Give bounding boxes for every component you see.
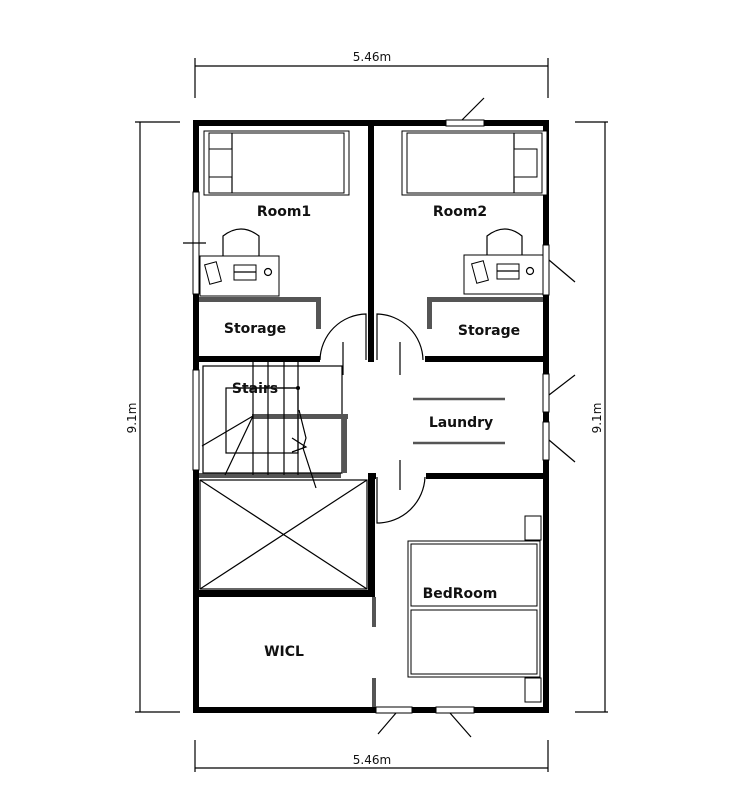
room-label-room2: Room2: [433, 204, 487, 220]
interior-walls: [193, 120, 549, 707]
dimension-bottom-label: 5.46m: [353, 753, 391, 767]
stairs-drawing: [201, 362, 348, 489]
dimension-right: 9.1m: [575, 121, 608, 713]
desk-room1: [199, 228, 280, 297]
laundry-rails: [413, 397, 505, 445]
dimension-left: 9.1m: [125, 121, 180, 713]
open-void: [199, 479, 368, 590]
bed-room1: [203, 130, 350, 196]
windows: [183, 97, 576, 738]
bed-room2: [401, 130, 548, 196]
dimension-left-label: 9.1m: [125, 403, 139, 434]
desk-room2: [463, 228, 544, 295]
room-label-storage1: Storage: [224, 321, 286, 337]
room-label-bedroom: BedRoom: [423, 586, 498, 602]
room-label-storage2: Storage: [458, 323, 520, 339]
dimension-bottom: 5.46m: [194, 740, 549, 772]
room-label-wicl: WICL: [264, 644, 304, 660]
dimension-top-label: 5.46m: [353, 50, 391, 64]
room-label-laundry: Laundry: [429, 415, 493, 431]
room-label-stairs: Stairs: [232, 381, 278, 397]
doors[interactable]: [319, 313, 426, 524]
dimension-right-label: 9.1m: [590, 403, 604, 434]
room-label-room1: Room1: [257, 204, 311, 220]
bed-bedroom: [407, 515, 542, 703]
dimension-top: 5.46m: [194, 50, 549, 98]
